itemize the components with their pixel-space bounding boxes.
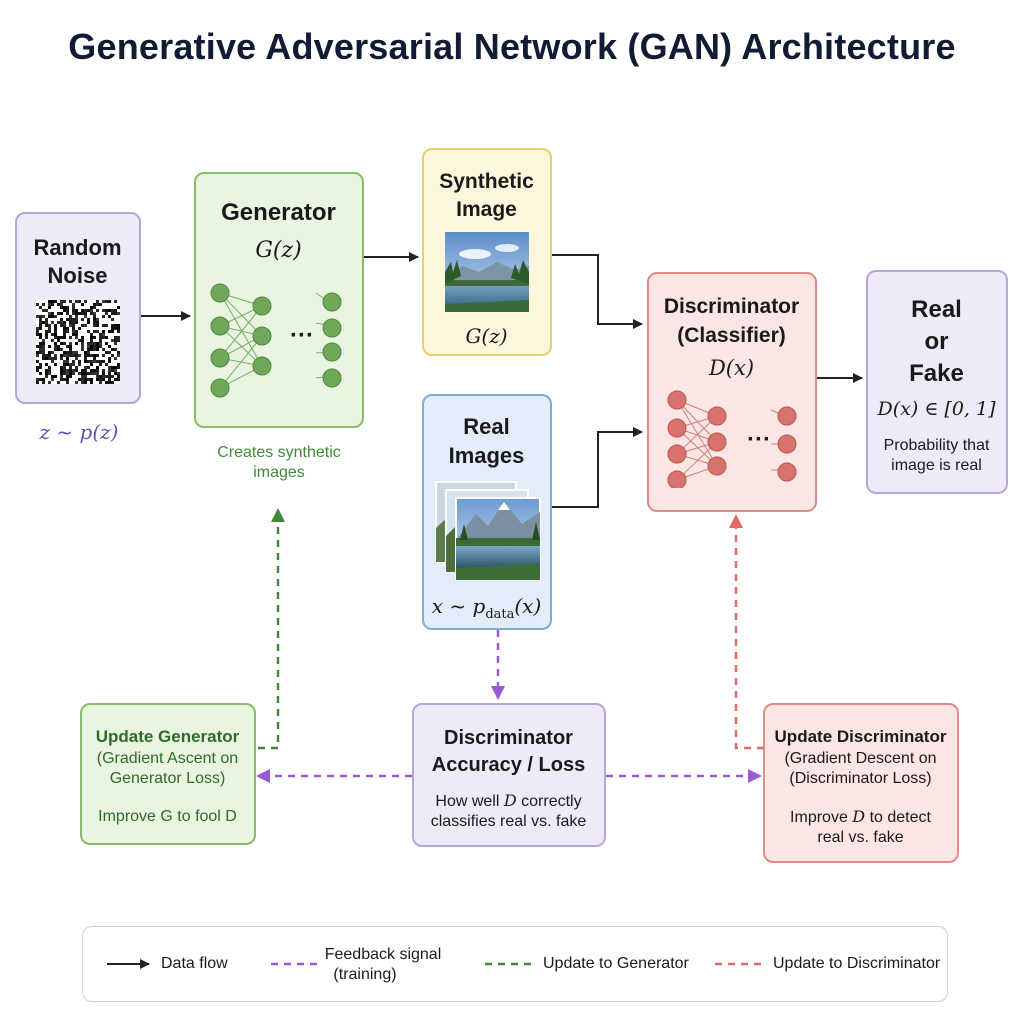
generator-caption-line2: images [253, 464, 305, 481]
output-caption-line1: Probability that [883, 437, 990, 454]
diagram-title: Generative Adversarial Network (GAN) Arc… [68, 26, 956, 67]
arrow-update-generator-to-generator [258, 508, 285, 750]
output-title-line3: Fake [909, 360, 964, 387]
synthetic-formula: G(z) [465, 324, 508, 348]
arrow-update-discriminator-to-discriminator [729, 514, 764, 750]
generator-network-icon [210, 283, 342, 398]
accuracy-loss-box: Discriminator Accuracy / Loss How well D… [412, 703, 606, 847]
generator-caption: Creates synthetic images [194, 443, 364, 483]
real-formula-sub: data [485, 607, 515, 622]
discriminator-title-line1: Discriminator [663, 295, 800, 318]
synthetic-image-box: Synthetic Image G(z) [422, 148, 552, 356]
output-caption-line2: image is real [891, 457, 982, 474]
update-discriminator-line2: (Discriminator Loss) [789, 770, 932, 787]
real-formula-tail: (x) [514, 594, 542, 618]
legend-update-discriminator-label: Update to Discriminator [773, 955, 941, 972]
update-discriminator-line1: (Gradient Descent on [784, 750, 937, 767]
noise-formula: z ~ p(z) [39, 420, 119, 444]
discriminator-ellipsis: ··· [747, 426, 771, 453]
random-noise-box: Random Noise [15, 212, 141, 404]
discriminator-formula: D(x) [708, 356, 755, 380]
noise-title-line2: Noise [47, 263, 108, 288]
update-generator-line3: Improve G to fool D [98, 808, 237, 825]
synthetic-title-line2: Image [456, 198, 517, 221]
real-images-stack [435, 481, 541, 581]
real-title-line1: Real [463, 414, 510, 439]
accuracy-line1: How well D correctly [435, 791, 582, 810]
output-title-line2: or [924, 328, 949, 355]
update-discriminator-line3: Improve D to detect [790, 807, 931, 826]
real-or-fake-box: Real or Fake D(x) ∈ [0, 1] Probability t… [866, 270, 1008, 494]
real-formula: x ~ pdata(x) [424, 594, 549, 622]
legend: Data flow Feedback signal (training) Upd… [82, 926, 948, 1002]
discriminator-network-icon [667, 390, 797, 488]
update-discriminator-box: Update Discriminator (Gradient Descent o… [763, 703, 959, 863]
legend-data-flow-label: Data flow [161, 955, 228, 972]
legend-keys [107, 959, 763, 969]
real-images-box: Real Images x ~ pdata(x) [422, 394, 552, 630]
generator-ellipsis: ··· [290, 322, 314, 349]
generator-box: Generator G(z) ··· [194, 172, 364, 428]
accuracy-title-line1: Discriminator [444, 727, 573, 749]
accuracy-line2: classifies real vs. fake [430, 813, 587, 830]
discriminator-title-line2: (Classifier) [677, 324, 786, 347]
real-formula-main: x ~ p [431, 594, 486, 618]
discriminator-box: Discriminator (Classifier) D(x) ··· [647, 272, 817, 512]
legend-feedback-label: Feedback signal (training) [324, 946, 442, 983]
update-generator-line1: (Gradient Ascent on [96, 750, 239, 767]
update-generator-title: Update Generator [95, 727, 240, 746]
generator-caption-line1: Creates synthetic [217, 444, 341, 461]
real-title-line2: Images [448, 443, 525, 468]
update-discriminator-title: Update Discriminator [774, 727, 947, 746]
legend-update-generator-label: Update to Generator [543, 955, 689, 972]
noise-title-line1: Random [33, 235, 122, 260]
arrow-real-to-discriminator [552, 427, 643, 508]
synthetic-landscape-image [445, 232, 529, 312]
accuracy-title-line2: Accuracy / Loss [431, 754, 586, 776]
arrow-synthetic-to-discriminator [552, 254, 643, 329]
generator-formula: G(z) [255, 238, 302, 263]
output-title-line1: Real [911, 296, 962, 323]
update-discriminator-line4: real vs. fake [817, 829, 904, 846]
update-generator-line2: Generator Loss) [109, 770, 226, 787]
synthetic-title-line1: Synthetic [439, 170, 534, 193]
output-formula: D(x) ∈ [0, 1] [877, 398, 996, 420]
generator-title: Generator [221, 199, 336, 226]
update-generator-box: Update Generator (Gradient Ascent on Gen… [80, 703, 256, 845]
noise-image [36, 300, 120, 384]
